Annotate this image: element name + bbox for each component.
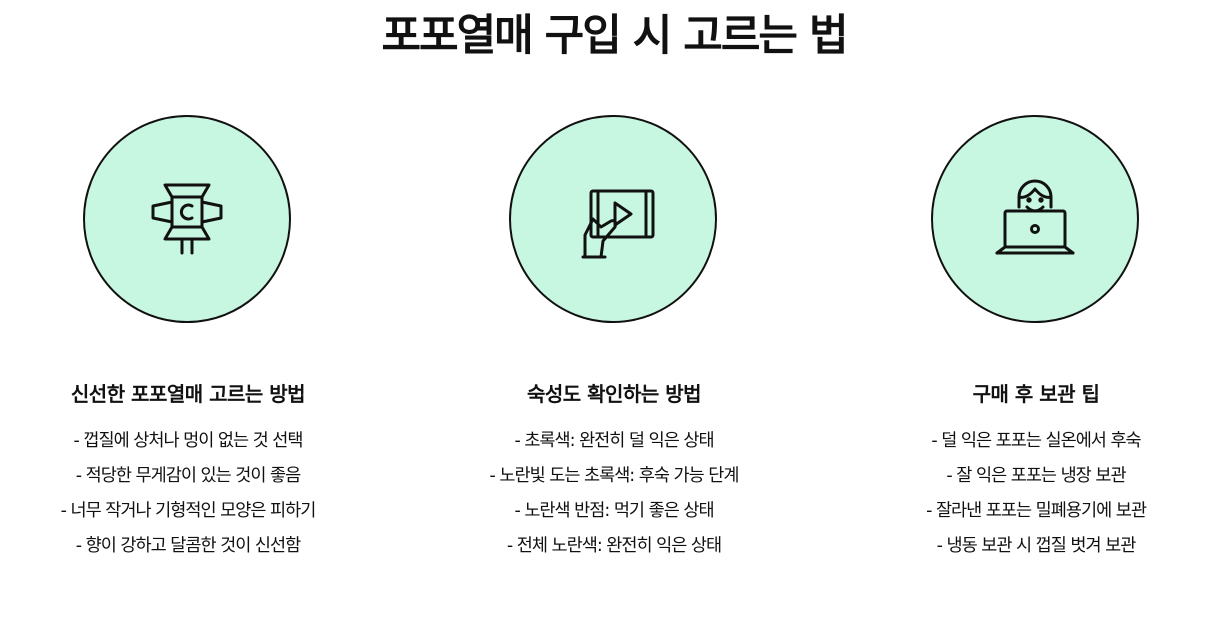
page-title: 포포열매 구입 시 고르는 법 <box>381 11 848 61</box>
list-item: - 냉동 보관 시 껍질 벗겨 보관 <box>936 536 1137 556</box>
list-item: - 잘라낸 포포는 밀폐용기에 보관 <box>926 501 1147 521</box>
icon-circle <box>83 115 291 323</box>
list-item: - 덜 익은 포포는 실온에서 후숙 <box>931 431 1141 451</box>
section-ripeness-check: 숙성도 확인하는 방법 - 초록색: 완전히 덜 익은 상태 - 노란빛 도는 … <box>414 0 814 625</box>
list-item: - 향이 강하고 달콤한 것이 신선함 <box>75 536 301 556</box>
icon-circle <box>509 115 717 323</box>
tip-list: - 껍질에 상처나 멍이 없는 것 선택 - 적당한 무게감이 있는 것이 좋음… <box>0 424 388 564</box>
list-item: - 초록색: 완전히 덜 익은 상태 <box>514 431 714 451</box>
tablet-play-icon <box>581 189 655 259</box>
tip-list: - 덜 익은 포포는 실온에서 후숙 - 잘 익은 포포는 냉장 보관 - 잘라… <box>836 424 1228 564</box>
section-storage-tips: 구매 후 보관 팁 - 덜 익은 포포는 실온에서 후숙 - 잘 익은 포포는 … <box>836 0 1228 625</box>
icon-circle <box>931 115 1139 323</box>
list-item: - 노란색 반점: 먹기 좋은 상태 <box>514 501 714 521</box>
list-item: - 전체 노란색: 완전히 익은 상태 <box>506 536 722 556</box>
list-item: - 적당한 무게감이 있는 것이 좋음 <box>75 466 301 486</box>
spotlight-icon <box>151 183 223 255</box>
section-heading: 신선한 포포열매 고르는 방법 <box>70 382 306 406</box>
list-item: - 잘 익은 포포는 냉장 보관 <box>946 466 1126 486</box>
tip-list: - 초록색: 완전히 덜 익은 상태 - 노란빛 도는 초록색: 후숙 가능 단… <box>414 424 814 564</box>
laptop-user-icon <box>995 179 1075 255</box>
section-heading: 구매 후 보관 팁 <box>972 382 1100 406</box>
list-item: - 너무 작거나 기형적인 모양은 피하기 <box>60 501 317 521</box>
section-fresh-selection: 신선한 포포열매 고르는 방법 - 껍질에 상처나 멍이 없는 것 선택 - 적… <box>0 0 388 625</box>
list-item: - 껍질에 상처나 멍이 없는 것 선택 <box>73 431 304 451</box>
list-item: - 노란빛 도는 초록색: 후숙 가능 단계 <box>489 466 740 486</box>
section-heading: 숙성도 확인하는 방법 <box>526 382 702 406</box>
